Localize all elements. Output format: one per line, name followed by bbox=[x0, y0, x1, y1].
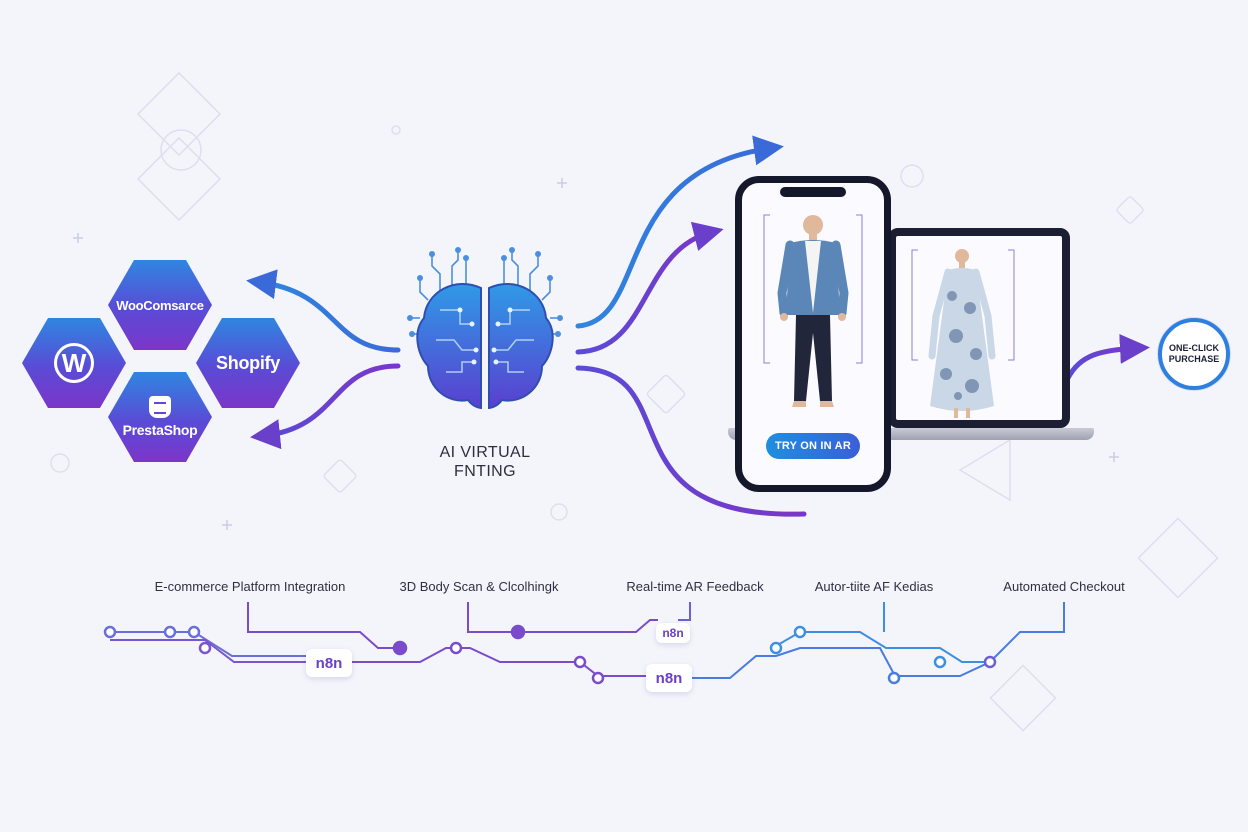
arrow-to-devices-top bbox=[575, 135, 784, 329]
arrow-to-platforms-bottom bbox=[250, 363, 401, 450]
stage-label-body-scan: 3D Body Scan & Clcolhingk bbox=[399, 579, 559, 594]
workflow-lines bbox=[110, 602, 1065, 679]
woocommerce-label: WooComsarce bbox=[116, 297, 204, 313]
arrow-to-devices-middle bbox=[575, 221, 724, 355]
n8n-node-2[interactable]: n8n bbox=[656, 623, 690, 643]
ai-virtual-fitting-label: AI VIRTUAL FNTING bbox=[400, 443, 570, 481]
try-on-ar-button[interactable]: TRY ON IN AR bbox=[766, 433, 860, 459]
n8n-node-3[interactable]: n8n bbox=[646, 664, 692, 692]
prestashop-label: PrestaShop bbox=[122, 422, 198, 438]
arrow-to-purchase bbox=[1065, 333, 1150, 381]
arrow-to-platforms-top bbox=[246, 269, 401, 353]
purchase-line2: PURCHASE bbox=[1168, 354, 1220, 364]
stage-label-checkout: Automated Checkout bbox=[1003, 579, 1125, 594]
prestashop-icon bbox=[149, 396, 171, 418]
one-click-purchase-badge[interactable]: ONE-CLICK PURCHASE bbox=[1158, 318, 1230, 390]
stage-label-integration: E-commerce Platform Integration bbox=[154, 579, 346, 594]
brain-circuit-icon bbox=[407, 247, 563, 410]
shopify-label: Shopify bbox=[216, 352, 280, 373]
arrow-to-devices-bottom bbox=[575, 365, 807, 517]
center-label-line2: FNTING bbox=[454, 463, 516, 480]
stage-label-media: Autor-tiite AF Kedias bbox=[814, 579, 934, 594]
phone-screen-model bbox=[763, 214, 863, 407]
wordpress-icon: W bbox=[54, 343, 94, 383]
phone-notch bbox=[780, 187, 846, 197]
background-decorations bbox=[50, 71, 1219, 732]
laptop-screen-model bbox=[911, 249, 1015, 418]
purchase-line1: ONE-CLICK bbox=[1168, 343, 1219, 353]
workflow-nodes bbox=[103, 624, 997, 685]
laptop-device bbox=[888, 228, 1070, 428]
n8n-node-1[interactable]: n8n bbox=[306, 649, 352, 677]
center-label-line1: AI VIRTUAL bbox=[439, 444, 531, 461]
stage-label-ar-feedback: Real-time AR Feedback bbox=[626, 579, 764, 594]
